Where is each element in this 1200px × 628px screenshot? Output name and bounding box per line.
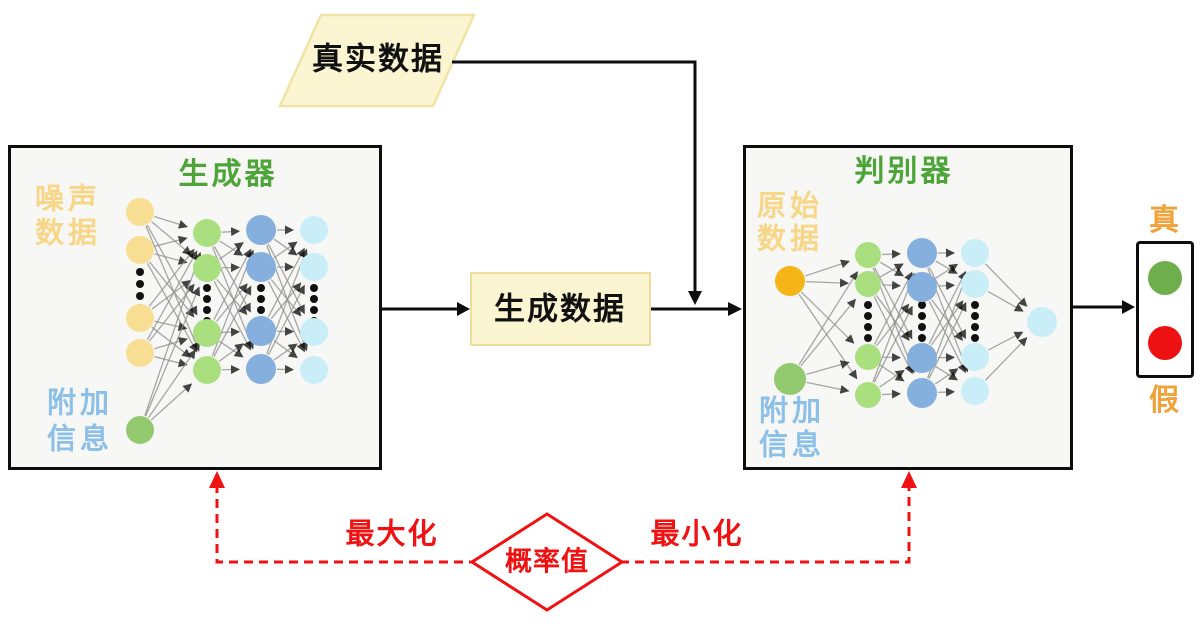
original-data-label-line2: 数据 (756, 223, 824, 256)
feedback-arrowheads (209, 471, 917, 488)
discriminator-aux-label-line1: 附加 (758, 395, 826, 428)
probability-label: 概率值 (505, 546, 589, 577)
generator-title: 生成器 (178, 158, 278, 191)
real-data-label: 真实数据 (312, 41, 444, 77)
feedback-dashed-lines (215, 484, 911, 564)
original-data-label-line1: 原始 (756, 190, 824, 223)
generator-aux-label-line2: 信息 (46, 423, 114, 456)
real-data-parallelogram (278, 13, 476, 108)
flow-arrowheads (457, 291, 1135, 316)
true-indicator-dot (1148, 261, 1182, 295)
minimize-label: 最小化 (650, 518, 744, 551)
neural-networks (126, 198, 1057, 444)
discriminator-title: 判别器 (854, 155, 954, 188)
noise-data-label-line2: 数据 (34, 217, 102, 250)
feedback-to-generator-line (215, 484, 474, 564)
false-indicator-dot (1148, 326, 1182, 360)
flow-connectors (382, 60, 1124, 311)
probability-diamond (469, 512, 625, 612)
generator-aux-label-line1: 附加 (46, 387, 114, 420)
generated-data-box (470, 272, 651, 346)
discriminator-aux-label-line2: 信息 (758, 429, 826, 462)
generated-data-label: 生成数据 (494, 291, 626, 327)
maximize-label: 最大化 (345, 518, 439, 551)
false-label: 假 (1149, 384, 1179, 417)
feedback-to-discriminator-line (620, 484, 911, 564)
true-label: 真 (1149, 204, 1179, 237)
output-result-box (1136, 241, 1194, 378)
noise-data-label-line1: 噪声 (34, 183, 102, 216)
real-data-to-junction-line (452, 60, 697, 293)
